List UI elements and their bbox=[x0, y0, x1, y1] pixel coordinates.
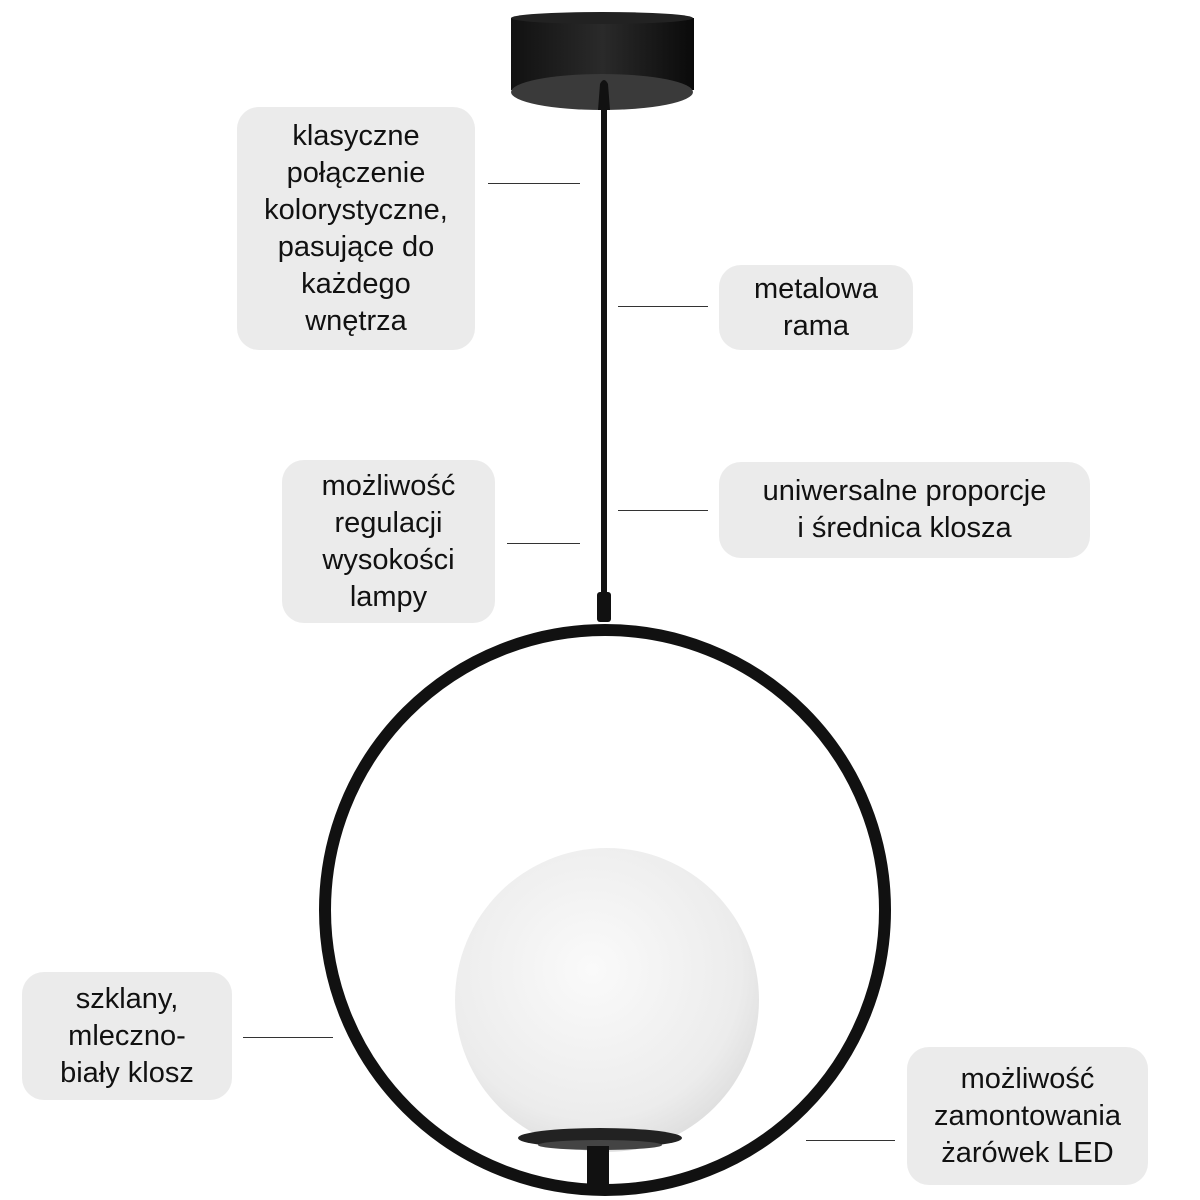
callout-led-bulbs: możliwość zamontowania żarówek LED bbox=[907, 1047, 1148, 1185]
callout-color-combination: klasyczne połączenie kolorystyczne, pasu… bbox=[237, 107, 475, 350]
callout-text: metalowa bbox=[753, 272, 879, 305]
callout-proportions: uniwersalne proporcje i średnica klosza bbox=[719, 462, 1090, 558]
callout-text: szklany, bbox=[75, 982, 179, 1015]
callout-text: zamontowania bbox=[934, 1099, 1121, 1132]
callout-text: pasujące do bbox=[277, 230, 435, 263]
callout-leader-line bbox=[806, 1140, 895, 1141]
callout-text: możliwość bbox=[960, 1062, 1095, 1095]
callout-leader-line bbox=[618, 510, 708, 511]
height-adjuster bbox=[597, 592, 611, 622]
callout-text: możliwość bbox=[321, 469, 456, 502]
callout-text: biały klosz bbox=[60, 1056, 194, 1089]
callout-text: i średnica klosza bbox=[797, 512, 1012, 544]
globe-holder bbox=[518, 1128, 682, 1188]
ceiling-canopy bbox=[511, 12, 694, 110]
callout-text: regulacji bbox=[334, 506, 443, 539]
callout-text: lampy bbox=[349, 580, 428, 613]
glass-globe-shade bbox=[455, 848, 759, 1152]
callout-text: wnętrza bbox=[305, 304, 407, 337]
callout-text: rama bbox=[782, 309, 850, 342]
callout-text: klasyczne bbox=[292, 119, 420, 152]
callout-metal-frame: metalowa rama bbox=[719, 265, 913, 350]
callout-leader-line bbox=[618, 306, 708, 307]
callout-leader-line bbox=[488, 183, 580, 184]
callout-text: mleczno- bbox=[68, 1019, 186, 1052]
callout-text: wysokości bbox=[322, 543, 455, 576]
callout-height-adjustment: możliwość regulacji wysokości lampy bbox=[282, 460, 495, 623]
callout-text: każdego bbox=[301, 267, 411, 300]
callout-leader-line bbox=[243, 1037, 333, 1038]
metal-ring-frame bbox=[319, 624, 891, 1196]
callout-text: uniwersalne proporcje bbox=[762, 475, 1047, 507]
cord-grip bbox=[598, 80, 610, 110]
callout-text: połączenie bbox=[286, 156, 426, 189]
callout-text: kolorystyczne, bbox=[264, 193, 448, 226]
callout-text: żarówek LED bbox=[941, 1136, 1114, 1169]
callout-glass-shade: szklany, mleczno- biały klosz bbox=[22, 972, 232, 1100]
callout-leader-line bbox=[507, 543, 580, 544]
